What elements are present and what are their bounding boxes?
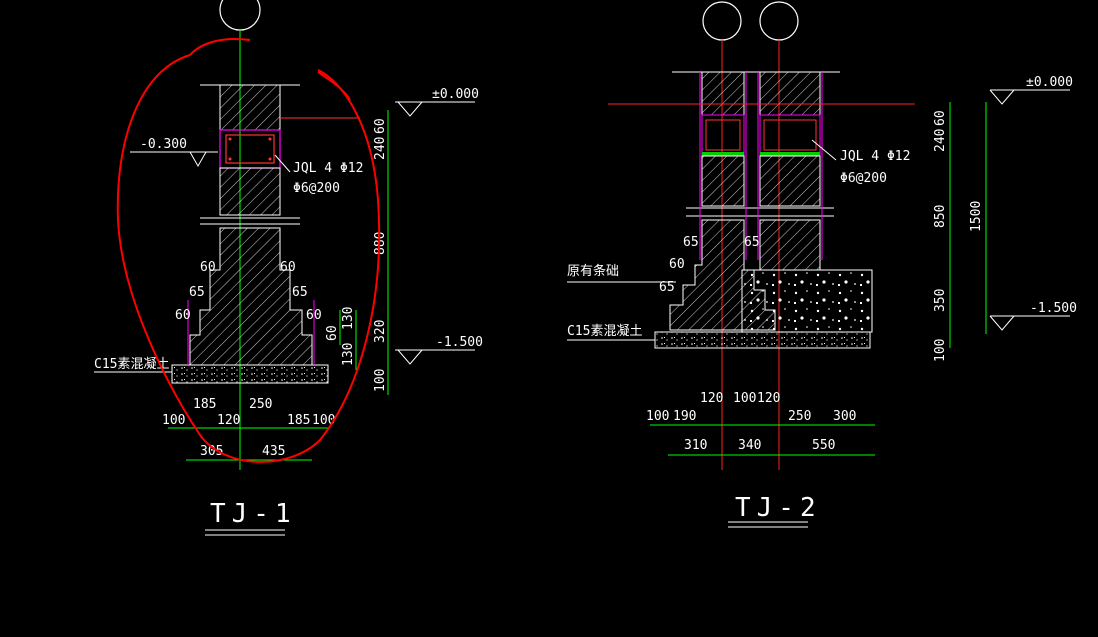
tj2-dim-h: 100 <box>733 391 756 406</box>
tj2-ring-beam-left <box>701 114 745 156</box>
tj1-dim-v: 240 <box>373 137 388 160</box>
tj2-green-strip <box>760 152 820 156</box>
tj2-dim-h: 250 <box>788 409 811 424</box>
tj2-stirrup-label: Φ6@200 <box>840 171 887 186</box>
tj2-dim-h: 340 <box>738 438 761 453</box>
tj2-step-dim: 60 <box>669 257 685 272</box>
tj2-leader <box>811 139 837 161</box>
tj2-concrete-label: C15素混凝土 <box>567 323 642 339</box>
tj2-beam-rebar-left <box>705 119 741 151</box>
tj1-dim-v: 130 <box>341 343 356 366</box>
tj2-elev-mark <box>989 315 1015 331</box>
tj2-dim-h: 190 <box>673 409 696 424</box>
tj1-title: TJ-1 <box>210 499 297 529</box>
tj2-beam-label: JQL 4 Φ12 <box>840 149 910 164</box>
tj1-elev-mid: -0.300 <box>140 137 187 152</box>
tj1-rebar-dot <box>228 137 232 141</box>
tj1-step-dim: 60 <box>200 260 216 275</box>
tj1-elev-mark <box>397 349 423 365</box>
tj2-green-strip <box>702 152 744 156</box>
tj2-elev-mark <box>989 89 1015 105</box>
tj2-dim-h: 120 <box>700 391 723 406</box>
tj2-wall-right-top <box>759 71 821 116</box>
tj1-dim-h: 305 <box>200 444 223 459</box>
tj2-wall-right-mid <box>759 155 821 207</box>
tj1-rebar-dot <box>228 157 232 161</box>
tj2-dim-v: 850 <box>933 205 948 228</box>
tj2-dim-h: 300 <box>833 409 856 424</box>
tj1-dim-h: 100 <box>162 413 185 428</box>
tj1-beam-label: JQL 4 Φ12 <box>293 161 363 176</box>
tj2-axis-bubble-right <box>759 1 799 41</box>
tj1-dim-v: 880 <box>373 232 388 255</box>
tj2-dim-v: 1500 <box>969 201 984 232</box>
tj2-elev-bottom: -1.500 <box>1030 301 1077 316</box>
tj1-elev-mark <box>397 101 423 117</box>
tj1-elev-mark <box>189 151 207 168</box>
tj2-wall-right-low <box>759 219 821 271</box>
tj1-dim-v: 60 <box>325 325 340 341</box>
tj2-dim-h: 550 <box>812 438 835 453</box>
tj2-dim-v: 350 <box>933 289 948 312</box>
tj2-dim-h: 100 <box>646 409 669 424</box>
tj1-dim-v: 320 <box>373 320 388 343</box>
tj2-section: JQL 4 Φ12 Φ6@200 原有条础 C15素混凝土 ±0.000 -1.… <box>567 1 1077 528</box>
tj2-dim-h: 310 <box>684 438 707 453</box>
tj1-markup-stroke <box>317 71 351 101</box>
tj2-step-dim: 65 <box>683 235 699 250</box>
tj1-wall-top <box>219 84 281 131</box>
tj2-wall-left-top <box>701 71 745 116</box>
tj1-markup-circle <box>116 38 381 463</box>
tj2-existing-footing <box>741 269 873 333</box>
tj1-ring-beam <box>219 129 281 169</box>
tj2-ring-beam-right <box>759 114 821 156</box>
tj1-step-dim: 60 <box>175 308 191 323</box>
tj1-beam-rebar <box>225 134 275 164</box>
tj1-step-dim: 65 <box>189 285 205 300</box>
tj1-dim-v: 60 <box>373 118 388 134</box>
tj1-dim-v: 130 <box>341 307 356 330</box>
tj2-dim-v: 240 <box>933 129 948 152</box>
tj1-dim-h: 185 <box>193 397 216 412</box>
tj1-step-dim: 60 <box>280 260 296 275</box>
tj2-dim-v: 60 <box>933 110 948 126</box>
tj1-axis-bubble <box>219 0 261 31</box>
tj2-title: TJ-2 <box>735 493 822 523</box>
tj2-beam-rebar-right <box>763 119 817 151</box>
tj2-step-dim: 65 <box>659 280 675 295</box>
tj2-axis-bubble-left <box>702 1 742 41</box>
tj1-section: -0.300 ±0.000 -1.500 JQL 4 Φ12 Φ6@200 C1… <box>94 0 483 536</box>
tj1-elev-bottom: -1.500 <box>436 335 483 350</box>
tj1-dim-h: 100 <box>312 413 335 428</box>
tj1-dim-h: 250 <box>249 397 272 412</box>
tj1-concrete-pad <box>171 364 329 384</box>
tj1-step-dim: 65 <box>292 285 308 300</box>
tj1-step-dim: 60 <box>306 308 322 323</box>
tj1-leader <box>274 154 291 173</box>
tj1-rebar-dot <box>268 137 272 141</box>
tj2-wall-left-mid <box>701 155 745 207</box>
tj2-step-dim: 65 <box>744 235 760 250</box>
tj1-wall-mid <box>219 167 281 216</box>
tj1-elev-top: ±0.000 <box>432 87 479 102</box>
tj2-dim-v: 100 <box>933 339 948 362</box>
tj1-stirrup-label: Φ6@200 <box>293 181 340 196</box>
tj1-dim-h: 435 <box>262 444 285 459</box>
tj2-concrete-pad <box>654 331 871 349</box>
tj1-dim-h: 120 <box>217 413 240 428</box>
tj1-rebar-dot <box>268 157 272 161</box>
tj1-concrete-label: C15素混凝土 <box>94 356 169 372</box>
tj2-elev-top: ±0.000 <box>1026 75 1073 90</box>
tj1-dim-h: 185 <box>287 413 310 428</box>
tj2-dim-h: 120 <box>757 391 780 406</box>
tj1-dim-v: 100 <box>373 369 388 392</box>
tj2-existing-label: 原有条础 <box>567 263 619 279</box>
